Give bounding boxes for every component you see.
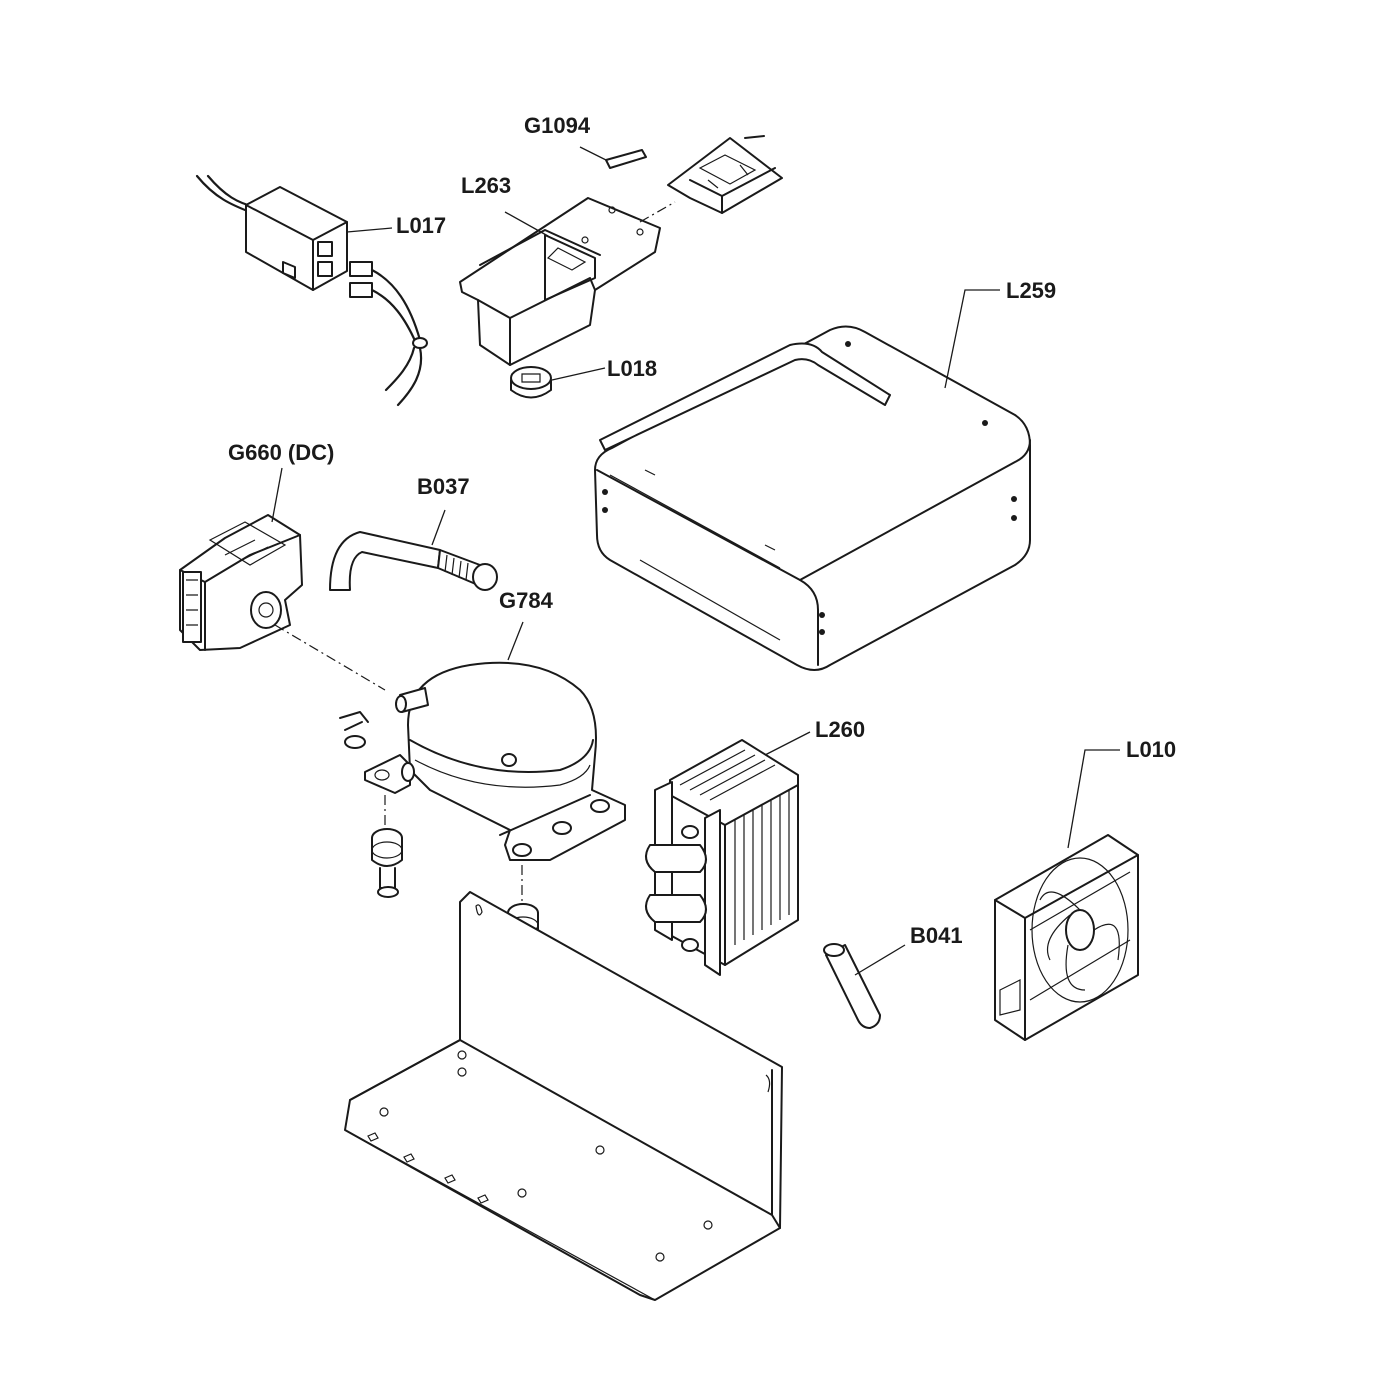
part-l263-tray	[459, 197, 661, 366]
part-switch-housing	[667, 135, 783, 214]
part-g784-compressor	[339, 621, 626, 861]
callout-g1094: G1094	[524, 113, 591, 138]
part-l259-cover	[594, 289, 1031, 671]
assembly-line-g660-compressor	[274, 624, 386, 691]
callout-b041: B041	[910, 923, 963, 948]
callout-l018: L018	[607, 356, 657, 381]
part-l018-knob	[510, 366, 606, 399]
callout-l263: L263	[461, 173, 511, 198]
part-base-plate	[344, 891, 783, 1301]
part-b041-drier	[823, 943, 906, 1029]
part-l010-fan	[994, 749, 1139, 1041]
callout-l260: L260	[815, 717, 865, 742]
callout-l010: L010	[1126, 737, 1176, 762]
part-l260-condenser	[645, 731, 811, 976]
callout-l017: L017	[396, 213, 446, 238]
part-grommet-left	[371, 795, 403, 898]
part-g660-electronics	[179, 467, 303, 651]
part-l017-transformer	[195, 174, 428, 407]
callout-g784: G784	[499, 588, 554, 613]
assembly-line-tray-switch	[639, 201, 676, 223]
part-b037-tube	[329, 509, 498, 591]
callout-b037: B037	[417, 474, 470, 499]
callout-g660: G660 (DC)	[228, 440, 334, 465]
callout-l259: L259	[1006, 278, 1056, 303]
part-g1094-fuse	[579, 146, 647, 169]
